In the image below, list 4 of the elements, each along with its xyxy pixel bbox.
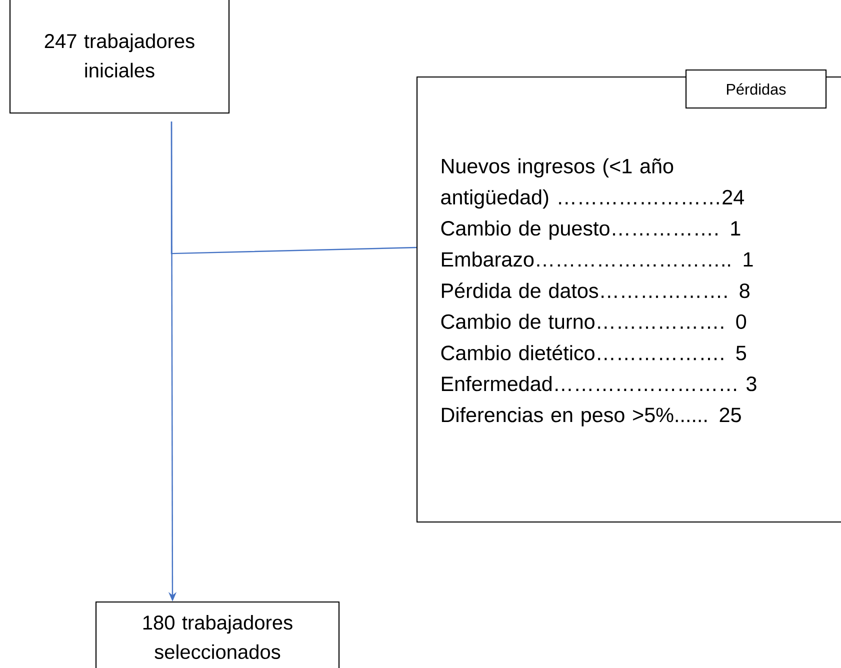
connector-line [170,122,416,254]
process-box: 247 trabajadores iniciales [9,0,230,114]
process-box: 180 trabajadores seleccionados [95,601,340,668]
heading-tab: Pérdidas [685,69,827,109]
